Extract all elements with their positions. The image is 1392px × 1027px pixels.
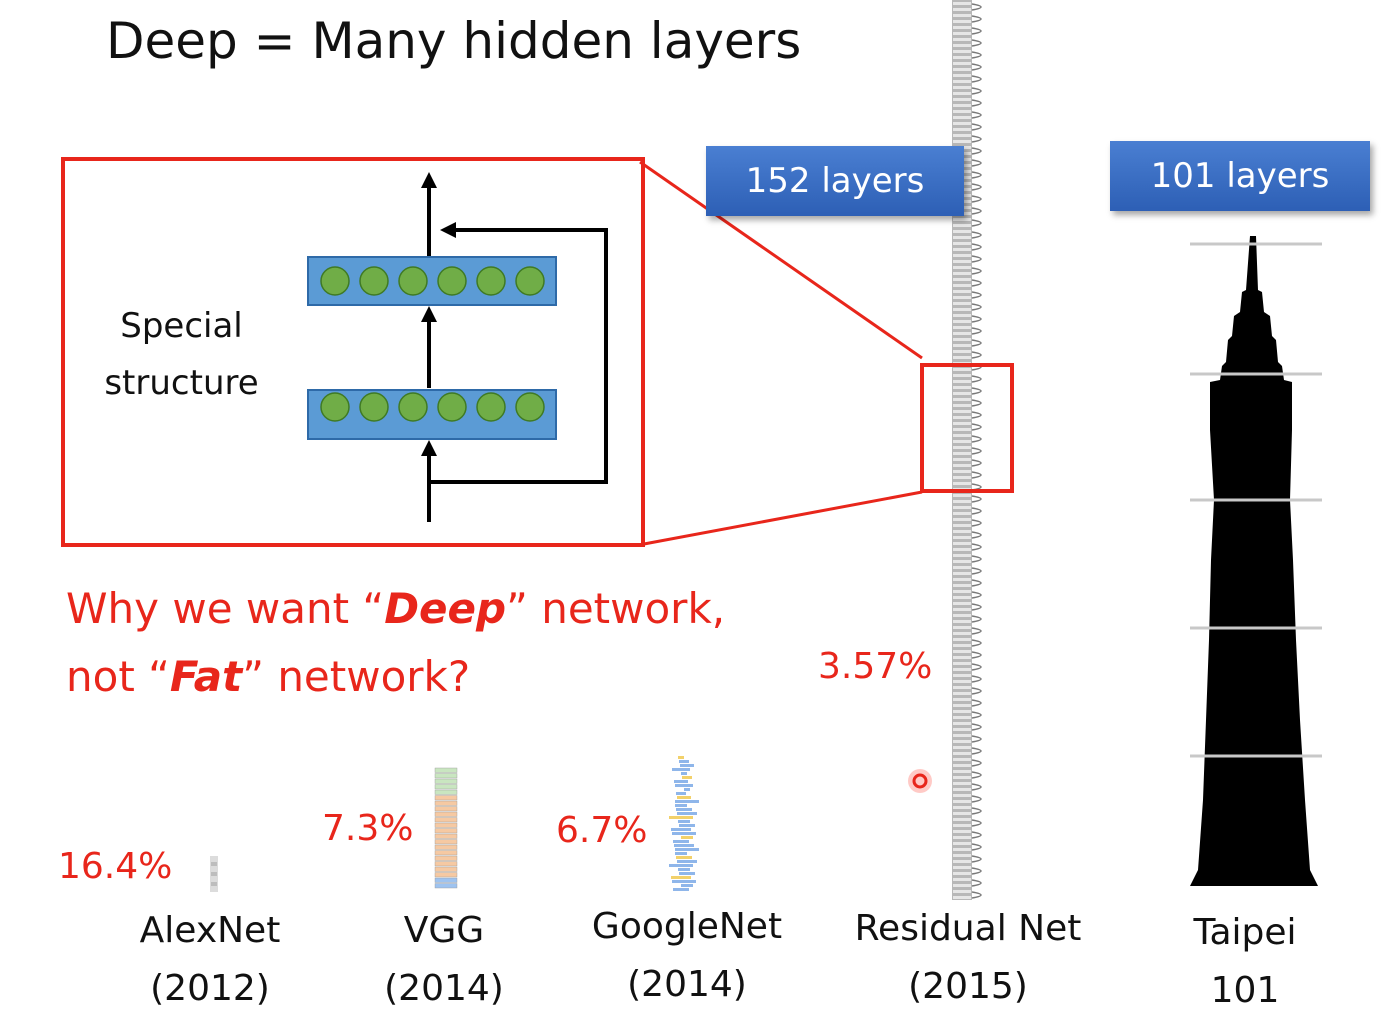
zoom-connector-bottom	[643, 490, 923, 546]
neuron	[398, 392, 428, 422]
neuron	[476, 392, 506, 422]
taipei-101-silhouette	[1190, 236, 1322, 886]
neuron	[437, 392, 467, 422]
question-line-2: not “Fat” network?	[66, 652, 471, 701]
special-label-line1: Special	[120, 306, 243, 346]
zoom-connector-top	[639, 160, 923, 360]
googlenet-mini-diagram	[669, 756, 699, 891]
skip-connection	[429, 228, 608, 484]
taipei-layers-badge: 101 layers	[1110, 141, 1370, 211]
neuron	[476, 266, 506, 296]
vgg-mini-diagram	[434, 767, 458, 889]
resnet-zoom-box	[920, 363, 1014, 493]
arrow-head-top	[421, 172, 437, 188]
resnet-layer-stack	[952, 0, 982, 900]
googlenet-label: GoogleNet(2014)	[591, 906, 783, 1005]
vgg-error-rate: 7.3%	[322, 808, 414, 849]
pointer-dot	[908, 769, 932, 793]
special-label-line2: structure	[104, 363, 259, 403]
resnet-layers-badge: 152 layers	[706, 146, 964, 216]
neuron	[515, 266, 545, 296]
neuron	[515, 392, 545, 422]
question-line-1: Why we want “Deep” network,	[66, 584, 726, 633]
alexnet-error-rate: 16.4%	[58, 846, 173, 887]
resnet-error-rate: 3.57%	[818, 646, 933, 687]
neuron	[320, 392, 350, 422]
alexnet-label: AlexNet(2012)	[139, 910, 281, 1009]
googlenet-error-rate: 6.7%	[556, 810, 648, 851]
neuron	[398, 266, 428, 296]
page-title: Deep = Many hidden layers	[106, 12, 802, 70]
alexnet-mini-diagram	[210, 856, 218, 892]
emphasis-deep: Deep	[384, 584, 507, 633]
arrow-head-bottom	[421, 440, 437, 456]
arrow-head-mid	[421, 306, 437, 322]
neuron	[320, 266, 350, 296]
hidden-layer-bottom	[307, 389, 557, 440]
neuron	[359, 392, 389, 422]
pointer-dot-core	[912, 773, 928, 789]
neuron	[437, 266, 467, 296]
vgg-label: VGG(2014)	[384, 910, 504, 1009]
resnet-label: Residual Net(2015)	[854, 908, 1082, 1007]
special-structure-label: Special structure	[64, 298, 299, 412]
skip-arrow-head	[440, 222, 456, 238]
emphasis-fat: Fat	[169, 652, 243, 701]
neuron	[359, 266, 389, 296]
residual-block-frame	[61, 157, 645, 547]
